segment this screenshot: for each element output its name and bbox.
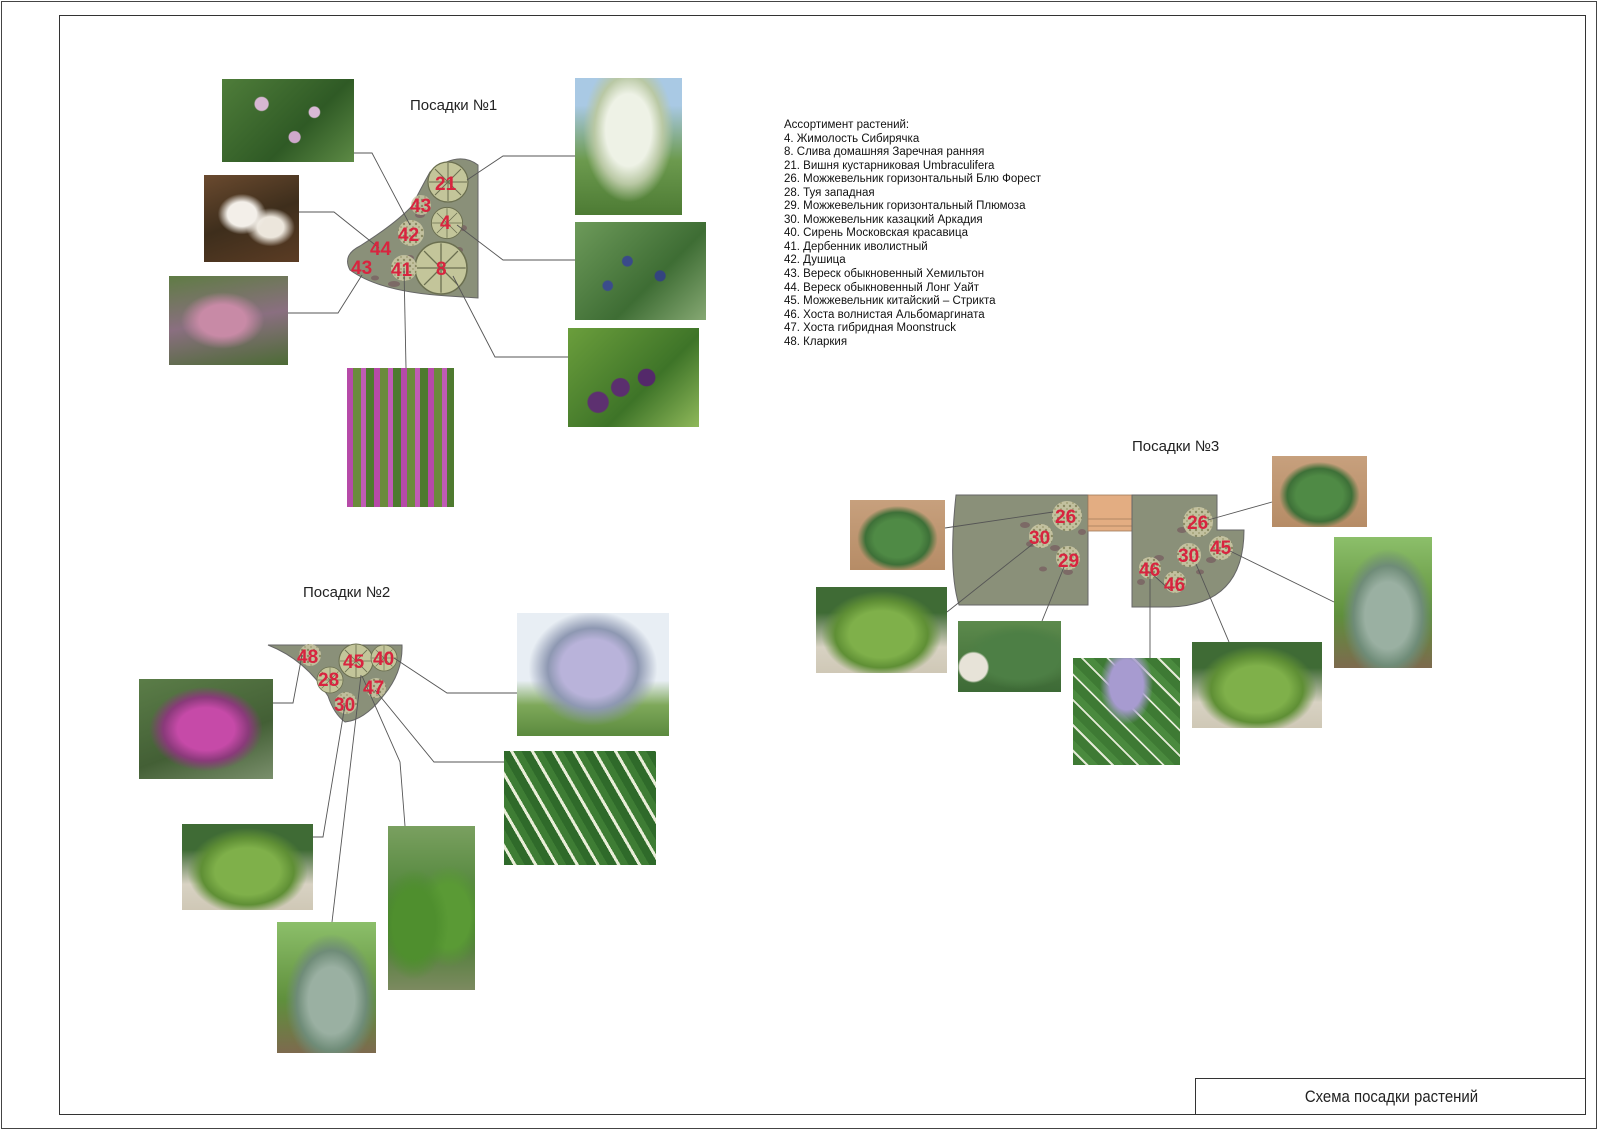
label-30: 30 bbox=[1029, 528, 1050, 549]
photo-heather-pink bbox=[169, 276, 288, 365]
photo-hosta-moonstruck bbox=[504, 751, 656, 865]
legend-item: 8. Слива домашняя Заречная ранняя bbox=[784, 146, 985, 159]
label-46b: 46 bbox=[1164, 575, 1185, 596]
legend-item: 29. Можжевельник горизонтальный Плюмоза bbox=[784, 200, 1026, 213]
legend-item: 46. Хоста волнистая Альбомаргината bbox=[784, 308, 985, 321]
legend-item: 42. Душица bbox=[784, 254, 846, 267]
legend-item: 44. Вереск обыкновенный Лонг Уайт bbox=[784, 281, 980, 294]
bed3-title: Посадки №3 bbox=[1132, 438, 1220, 455]
photo-plum bbox=[568, 328, 699, 427]
photo-juniper-arcadia bbox=[182, 824, 313, 910]
bed2-labels: 48 45 40 28 47 30 bbox=[297, 647, 394, 716]
photo-oregano bbox=[222, 79, 354, 162]
photo-juniper-blue-forest-right bbox=[1272, 456, 1367, 527]
photo-heather-white bbox=[204, 175, 299, 262]
legend-item: 41. Дербенник иволистный bbox=[784, 240, 928, 253]
photo-clarkia bbox=[139, 679, 273, 779]
photo-juniper-arcadia-2 bbox=[816, 587, 947, 673]
photo-cherry-tree bbox=[575, 78, 682, 215]
photo-juniper-arcadia-3 bbox=[1192, 642, 1322, 728]
bed2-title: Посадки №2 bbox=[303, 584, 391, 601]
legend-item: 48. Кларкия bbox=[784, 335, 848, 348]
inner-frame bbox=[59, 15, 1586, 1115]
label-30: 30 bbox=[334, 695, 355, 716]
photo-hosta-albomarginata bbox=[1073, 658, 1180, 765]
label-43b: 43 bbox=[351, 258, 372, 279]
label-26b: 26 bbox=[1187, 513, 1208, 534]
plant-legend: Ассортимент растений: 4. Жимолость Сибир… bbox=[784, 119, 1041, 349]
label-21: 21 bbox=[435, 174, 457, 195]
label-40: 40 bbox=[373, 649, 394, 670]
label-45: 45 bbox=[343, 652, 365, 673]
bed1-plan bbox=[288, 152, 575, 369]
legend-item: 43. Вереск обыкновенный Хемильтон bbox=[784, 268, 985, 281]
photo-lilac bbox=[517, 613, 669, 736]
bed3-plan bbox=[944, 494, 1335, 658]
photo-juniper-stricta-2 bbox=[1334, 537, 1432, 668]
bed3-labels: 26 30 29 26 45 30 46 46 bbox=[1029, 507, 1232, 596]
label-8: 8 bbox=[436, 259, 447, 280]
label-26: 26 bbox=[1055, 507, 1076, 528]
legend-heading: Ассортимент растений: bbox=[784, 119, 910, 131]
photo-thuja bbox=[388, 826, 475, 990]
label-48: 48 bbox=[297, 647, 318, 668]
label-44: 44 bbox=[370, 239, 392, 260]
photo-loosestrife bbox=[347, 368, 454, 507]
label-29: 29 bbox=[1058, 551, 1079, 572]
legend-item: 26. Можжевельник горизонтальный Блю Форе… bbox=[784, 173, 1042, 186]
legend-item: 4. Жимолость Сибирячка bbox=[784, 132, 920, 145]
label-45: 45 bbox=[1210, 538, 1232, 559]
label-42: 42 bbox=[398, 225, 419, 246]
photo-juniper-plumosa bbox=[958, 621, 1061, 692]
bed2-plan bbox=[267, 643, 517, 923]
bed1-title: Посадки №1 bbox=[410, 97, 498, 114]
photo-honeysuckle bbox=[575, 222, 706, 320]
legend-item: 40. Сирень Московская красавица bbox=[784, 227, 968, 240]
bed1-labels: 21 43 4 42 44 43 41 8 bbox=[351, 174, 457, 281]
label-28: 28 bbox=[318, 670, 339, 691]
label-43: 43 bbox=[410, 196, 431, 217]
title-block: Схема посадки растений bbox=[1195, 1078, 1586, 1115]
label-30b: 30 bbox=[1178, 546, 1199, 567]
label-4: 4 bbox=[440, 213, 451, 234]
label-41: 41 bbox=[391, 260, 413, 281]
photo-juniper-stricta bbox=[277, 922, 376, 1053]
label-46: 46 bbox=[1139, 560, 1160, 581]
legend-item: 21. Вишня кустарниковая Umbraculifera bbox=[784, 159, 995, 172]
legend-item: 28. Туя западная bbox=[784, 186, 875, 199]
legend-item: 30. Можжевельник казацкий Аркадия bbox=[784, 213, 983, 226]
label-47: 47 bbox=[363, 678, 384, 699]
photo-juniper-blue-forest-left bbox=[850, 500, 945, 570]
legend-item: 47. Хоста гибридная Moonstruck bbox=[784, 322, 956, 335]
legend-item: 45. Можжевельник китайский – Стрикта bbox=[784, 295, 996, 308]
drawing-title: Схема посадки растений bbox=[1304, 1087, 1478, 1106]
